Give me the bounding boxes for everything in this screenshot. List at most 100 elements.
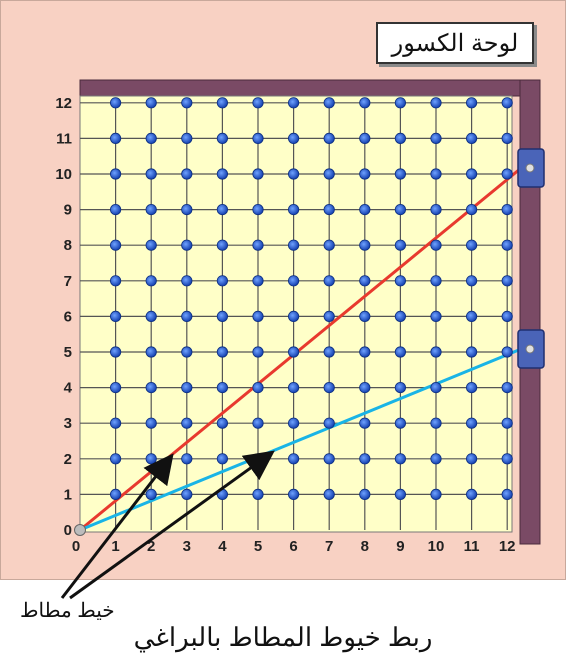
- peg: [252, 346, 264, 358]
- peg: [287, 453, 300, 465]
- peg: [465, 310, 478, 322]
- peg: [110, 132, 122, 144]
- peg: [465, 453, 478, 465]
- origin-peg: [74, 524, 86, 536]
- y-tick-label: 3: [64, 415, 72, 432]
- y-tick-label: 0: [64, 522, 72, 539]
- peg: [181, 381, 193, 394]
- peg: [145, 97, 157, 109]
- peg: [181, 488, 193, 500]
- peg: [359, 346, 371, 358]
- y-tick-label: 10: [55, 166, 72, 183]
- peg: [252, 168, 264, 180]
- peg: [110, 346, 122, 358]
- peg: [110, 381, 122, 394]
- peg: [181, 168, 193, 180]
- peg: [501, 97, 513, 109]
- peg: [145, 346, 157, 358]
- peg: [430, 239, 442, 251]
- peg: [501, 346, 513, 358]
- peg: [287, 310, 300, 322]
- peg: [110, 488, 122, 500]
- peg: [323, 417, 335, 429]
- peg: [110, 97, 122, 109]
- peg: [181, 417, 193, 429]
- peg: [359, 204, 371, 216]
- y-tick-label: 4: [64, 380, 73, 397]
- pointer-arrow-red: [60, 453, 174, 599]
- peg: [216, 417, 228, 429]
- peg: [216, 239, 228, 251]
- peg: [394, 132, 406, 144]
- peg: [430, 132, 442, 144]
- peg: [252, 417, 264, 429]
- peg: [287, 168, 300, 180]
- peg: [216, 381, 228, 394]
- x-tick-label: 12: [499, 538, 516, 555]
- y-tick-label: 1: [64, 486, 72, 503]
- peg: [145, 488, 157, 500]
- peg: [465, 168, 478, 180]
- peg: [465, 381, 478, 394]
- pegs: [74, 97, 513, 536]
- peg: [287, 417, 300, 429]
- peg: [501, 488, 513, 500]
- peg: [394, 97, 406, 109]
- peg: [501, 381, 513, 394]
- peg: [181, 239, 193, 251]
- peg: [359, 168, 371, 180]
- peg: [359, 453, 371, 465]
- peg: [287, 381, 300, 394]
- peg: [181, 204, 193, 216]
- peg: [181, 346, 193, 358]
- x-tick-label: 9: [396, 538, 404, 555]
- peg: [323, 97, 335, 109]
- peg: [359, 310, 371, 322]
- y-tick-label: 9: [64, 202, 72, 219]
- peg: [252, 132, 264, 144]
- peg: [287, 346, 300, 358]
- y-tick-label: 11: [56, 130, 72, 147]
- peg: [216, 346, 228, 358]
- peg: [323, 132, 335, 144]
- peg: [394, 488, 406, 500]
- peg: [359, 417, 371, 429]
- peg: [145, 381, 157, 394]
- peg: [252, 204, 264, 216]
- peg: [287, 488, 300, 500]
- peg: [323, 453, 335, 465]
- peg: [323, 381, 335, 394]
- peg: [287, 204, 300, 216]
- x-tick-label: 8: [361, 538, 369, 555]
- x-tick-label: 1: [111, 538, 119, 555]
- peg: [181, 132, 193, 144]
- peg: [501, 239, 513, 251]
- peg: [501, 453, 513, 465]
- peg: [394, 310, 406, 322]
- peg: [145, 275, 157, 287]
- peg: [145, 417, 157, 429]
- peg: [394, 346, 406, 358]
- peg: [359, 97, 371, 109]
- peg: [501, 132, 513, 144]
- peg: [110, 417, 122, 429]
- peg: [216, 275, 228, 287]
- x-tick-label: 2: [147, 538, 155, 555]
- peg: [252, 488, 264, 500]
- peg: [110, 310, 122, 322]
- board-title: لوحة الكسور: [376, 22, 534, 64]
- peg: [465, 132, 478, 144]
- peg: [145, 204, 157, 216]
- peg: [110, 168, 122, 180]
- knob-screw: [525, 163, 535, 173]
- peg: [359, 132, 371, 144]
- y-tick-label: 2: [64, 451, 72, 468]
- y-tick-label: 5: [64, 344, 72, 361]
- peg: [252, 239, 264, 251]
- peg: [394, 275, 406, 287]
- peg: [145, 168, 157, 180]
- y-tick-label: 12: [55, 95, 72, 112]
- peg: [216, 132, 228, 144]
- top-frame-bar: [79, 79, 541, 97]
